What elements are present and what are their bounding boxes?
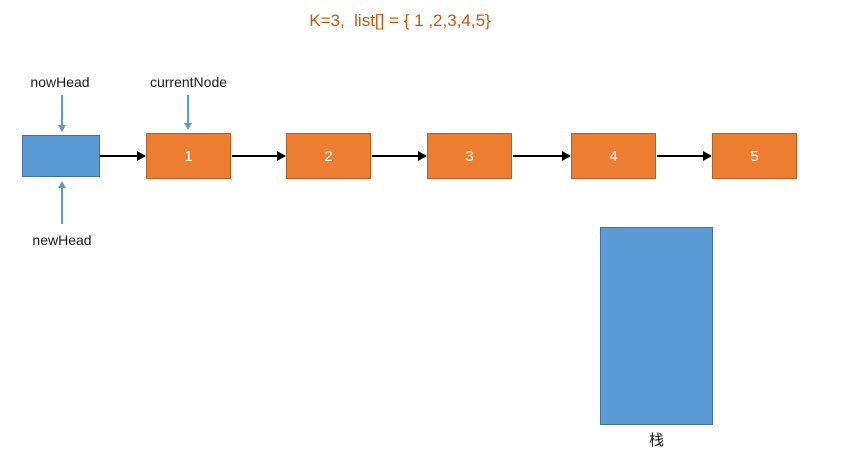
- currentnode-label: currentNode: [149, 74, 228, 90]
- stack-label: 栈: [648, 432, 664, 449]
- newhead-label: newHead: [32, 232, 92, 248]
- newhead-arrow-icon: [58, 181, 65, 224]
- arrow-node1-to-node2-icon: [232, 151, 286, 161]
- list-node-1: 1: [146, 133, 231, 179]
- list-node-3: 3: [427, 133, 512, 179]
- arrow-node3-to-node4-icon: [513, 151, 571, 161]
- stack-box: [600, 227, 713, 425]
- diagram-title: K=3, list[] = { 1 ,2,3,4,5}: [309, 11, 491, 30]
- nowhead-arrow-icon: [58, 95, 65, 132]
- list-node-5: 5: [712, 133, 797, 179]
- arrow-node4-to-node5-icon: [657, 151, 712, 161]
- currentnode-arrow-icon: [184, 95, 191, 130]
- arrow-head-to-node1-icon: [100, 151, 146, 161]
- head-node-box: [22, 135, 100, 177]
- list-node-2: 2: [286, 133, 371, 179]
- arrow-node2-to-node3-icon: [372, 151, 427, 161]
- nowhead-label: nowHead: [30, 74, 90, 90]
- list-node-4: 4: [571, 133, 656, 179]
